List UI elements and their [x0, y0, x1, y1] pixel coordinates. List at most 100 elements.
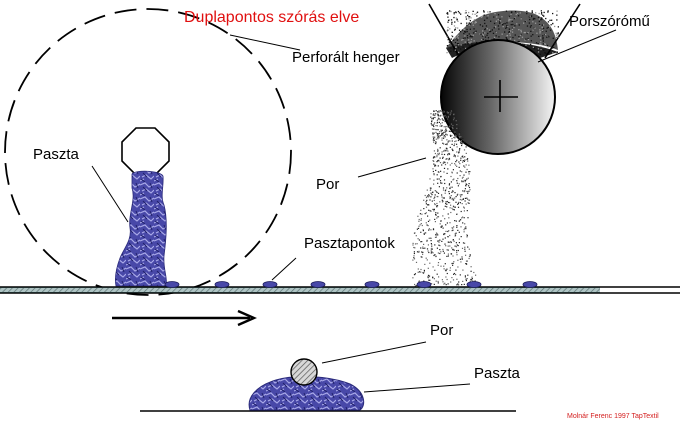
powder-speck: [448, 183, 451, 185]
powder-speck: [458, 133, 460, 135]
powder-speck: [464, 242, 466, 244]
hopper-speck: [460, 44, 462, 46]
powder-speck: [423, 208, 425, 210]
hopper-speck: [480, 16, 483, 18]
hopper-speck: [487, 15, 489, 17]
powder-speck: [449, 234, 451, 237]
hopper-speck: [451, 35, 454, 38]
powder-speck: [436, 133, 438, 135]
powder-speck: [463, 229, 465, 231]
powder-speck: [452, 239, 454, 241]
powder-speck: [462, 176, 464, 178]
hopper-speck: [511, 20, 513, 22]
powder-speck: [444, 205, 446, 207]
hopper-speck: [455, 27, 457, 29]
powder-speck: [451, 230, 453, 232]
powder-speck: [440, 226, 442, 228]
hopper-speck: [468, 22, 470, 24]
powder-speck: [451, 134, 453, 137]
hopper-speck: [517, 15, 520, 17]
powder-speck: [457, 202, 459, 204]
hopper-speck: [489, 11, 491, 13]
conveyor-belt: [0, 286, 680, 294]
powder-speck: [441, 240, 443, 242]
hopper-speck: [474, 21, 477, 23]
hopper-speck: [530, 43, 532, 46]
paste-dot: [416, 281, 432, 288]
powder-speck: [433, 208, 435, 211]
hopper-speck: [534, 18, 536, 20]
hopper-speck: [511, 27, 514, 29]
powder-speck: [437, 114, 439, 116]
hopper-speck: [446, 35, 448, 38]
hopper-speck: [467, 42, 469, 44]
powder-speck: [438, 152, 440, 154]
powder-speck: [459, 175, 461, 177]
powder-speck: [448, 193, 450, 195]
diagram-title: Duplapontos szórás elve: [184, 9, 360, 26]
powder-speck: [468, 173, 470, 175]
hopper-speck: [468, 39, 470, 41]
hopper-speck: [497, 19, 499, 21]
powder-speck: [420, 231, 422, 233]
powder-speck: [420, 268, 422, 271]
powder-speck: [451, 277, 453, 279]
hopper-speck: [487, 32, 489, 35]
powder-speck: [436, 125, 438, 127]
powder-speck: [420, 209, 422, 211]
powder-speck: [443, 137, 445, 139]
powder-speck: [430, 123, 432, 125]
hopper-speck: [493, 36, 496, 38]
hopper-speck: [482, 34, 484, 36]
powder-speck: [417, 227, 420, 229]
powder-speck: [456, 172, 458, 174]
hopper-speck: [542, 27, 545, 29]
powder-speck: [463, 207, 465, 209]
powder-speck: [455, 232, 457, 234]
powder-speck: [433, 141, 435, 143]
powder-speck: [460, 142, 462, 144]
powder-speck: [453, 272, 456, 275]
credit-text: Molnár Ferenc 1997 TapTextil: [567, 413, 659, 420]
powder-speck: [436, 121, 439, 124]
hopper-speck: [550, 24, 552, 26]
powder-speck: [460, 141, 462, 143]
powder-speck: [435, 143, 437, 145]
hopper-speck: [530, 30, 532, 32]
powder-speck: [429, 187, 431, 189]
powder-speck: [452, 208, 454, 211]
powder-speck: [474, 280, 476, 282]
powder-speck: [438, 118, 440, 120]
powder-speck: [439, 110, 441, 112]
hopper-speck: [556, 36, 558, 39]
powder-speck: [427, 204, 429, 206]
powder-speck: [414, 247, 416, 249]
powder-speck: [441, 122, 443, 124]
powder-speck: [439, 245, 441, 247]
hopper-speck: [482, 30, 484, 32]
powder-speck: [442, 197, 444, 199]
hopper-speck: [452, 44, 454, 46]
powder-speck: [462, 155, 464, 157]
powder-speck: [438, 133, 440, 135]
hopper-speck: [538, 20, 540, 23]
hopper-speck: [482, 38, 484, 40]
hopper-speck: [457, 20, 459, 22]
powder-speck: [458, 166, 460, 168]
powder-speck: [452, 149, 454, 151]
powder-speck: [417, 268, 419, 270]
powder-speck: [437, 114, 439, 116]
hopper-speck: [482, 25, 484, 27]
powder-speck: [439, 147, 441, 149]
powder-speck: [463, 217, 465, 219]
hopper-speck: [536, 32, 538, 34]
hopper-speck: [450, 10, 452, 13]
paste-dots: [164, 281, 538, 288]
hopper-speck: [483, 19, 486, 21]
powder-speck: [430, 248, 432, 250]
powder-speck: [429, 219, 431, 221]
powder-speck: [436, 205, 439, 207]
powder-speck: [443, 126, 445, 128]
hopper-speck: [454, 49, 456, 51]
hopper-speck: [456, 18, 458, 20]
